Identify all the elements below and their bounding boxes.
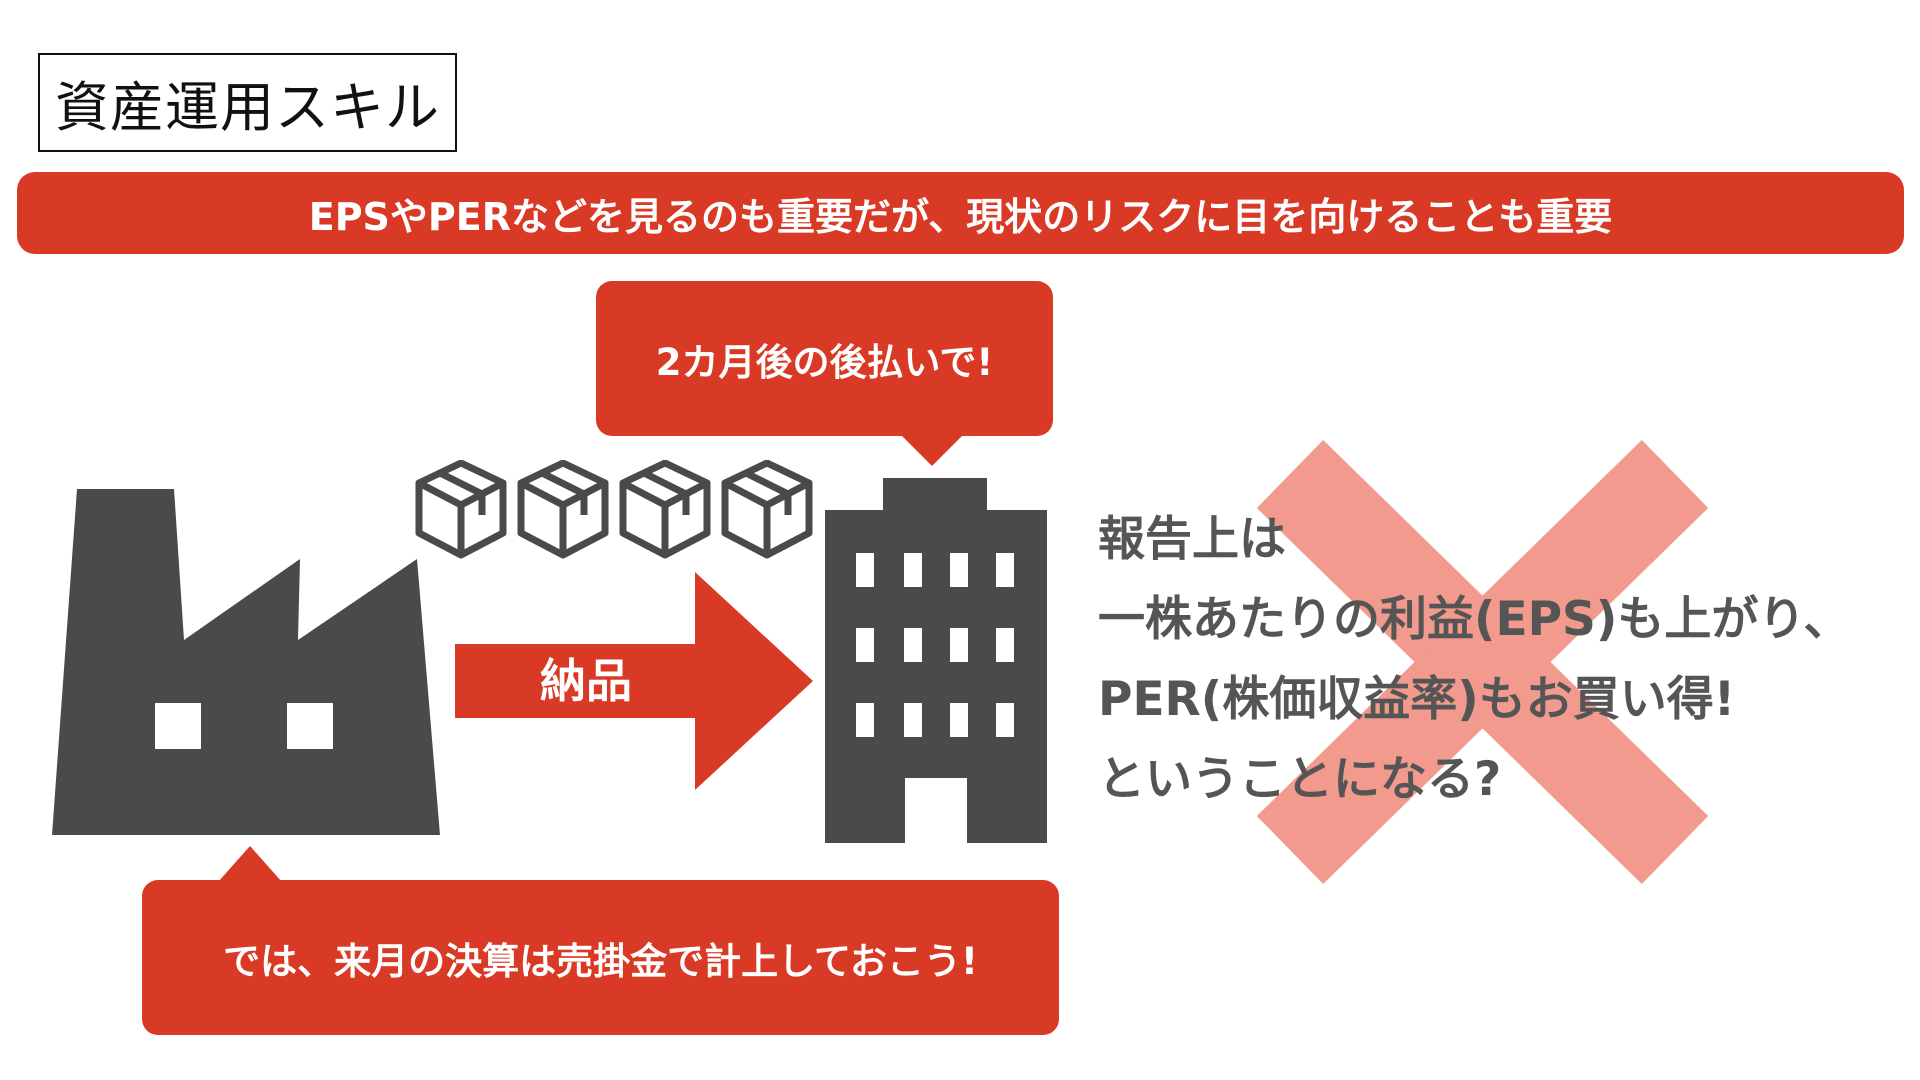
box-icon — [517, 460, 609, 559]
claim-line: PER(株価収益率)もお買い得! — [1098, 672, 1736, 727]
delivery-arrow — [455, 572, 813, 790]
factory-icon — [52, 489, 440, 835]
box-icon — [415, 460, 507, 559]
speech-bubble-bottom-tail-shape — [218, 846, 282, 882]
claim-line: 報告上は — [1098, 512, 1286, 567]
delivery-arrow-shape — [455, 572, 813, 790]
box-icon — [619, 460, 711, 559]
claim-line: ということになる? — [1098, 752, 1502, 807]
speech-bubble-top-tail — [900, 434, 964, 466]
box-row — [415, 460, 813, 559]
building-windows — [856, 553, 1014, 843]
speech-bubble-bottom: では、来月の決算は売掛金で計上しておこう! — [142, 880, 1059, 1035]
factory-body — [52, 489, 440, 835]
headline-banner: EPSやPERなどを見るのも重要だが、現状のリスクに目を向けることも重要 — [17, 172, 1904, 254]
factory-window-right — [287, 703, 333, 749]
box-icon — [721, 460, 813, 559]
office-building-icon — [825, 478, 1047, 843]
speech-bubble-top-tail-shape — [900, 434, 964, 466]
claim-line: 一株あたりの利益(EPS)も上がり、 — [1098, 592, 1851, 647]
speech-bubble-top: 2カ月後の後払いで! — [596, 281, 1053, 436]
speech-bubble-bottom-tail — [218, 846, 282, 882]
delivery-label: 納品 — [540, 654, 632, 708]
slide-title: 資産運用スキル — [38, 53, 457, 152]
claim-text: 報告上は 一株あたりの利益(EPS)も上がり、 PER(株価収益率)もお買い得!… — [1098, 500, 1898, 820]
factory-window-left — [155, 703, 201, 749]
cross-mark-icon — [1256, 440, 1709, 884]
building-rooftop — [883, 478, 987, 510]
